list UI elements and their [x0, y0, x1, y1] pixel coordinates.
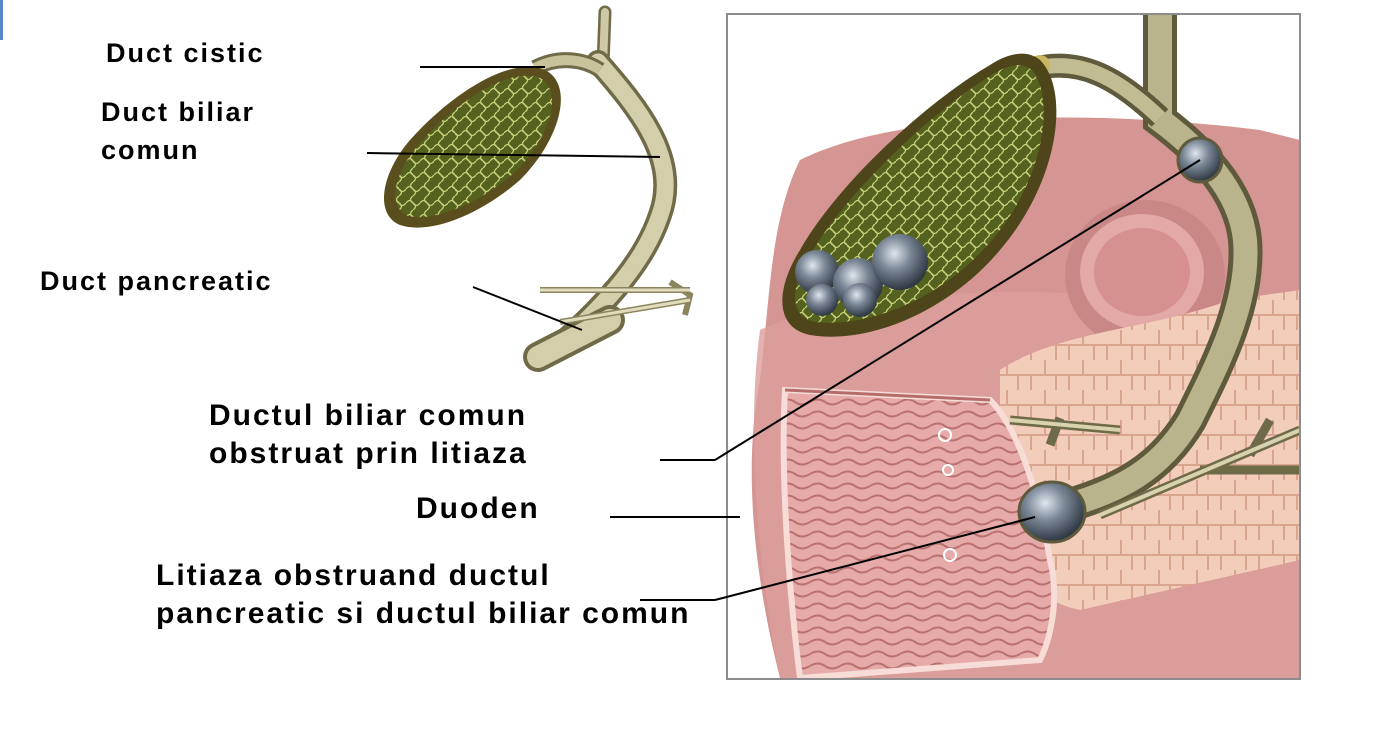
label-duct-cistic: Duct cistic [106, 36, 265, 70]
label-ductul-obstruat: Ductul biliar comun obstruat prin litiaz… [209, 397, 669, 473]
label-duoden: Duoden [416, 492, 540, 526]
leader-duct-pancreatic [473, 287, 582, 330]
label-litiaza-obstruand: Litiaza obstruand ductul pancreatic si d… [156, 557, 716, 633]
label-duct-pancreatic: Duct pancreatic [40, 264, 273, 298]
framed-illustration [727, 14, 1300, 679]
small-gallbladder-figure [384, 12, 690, 357]
label-duct-biliar-comun: Duct biliar comun [101, 93, 361, 169]
